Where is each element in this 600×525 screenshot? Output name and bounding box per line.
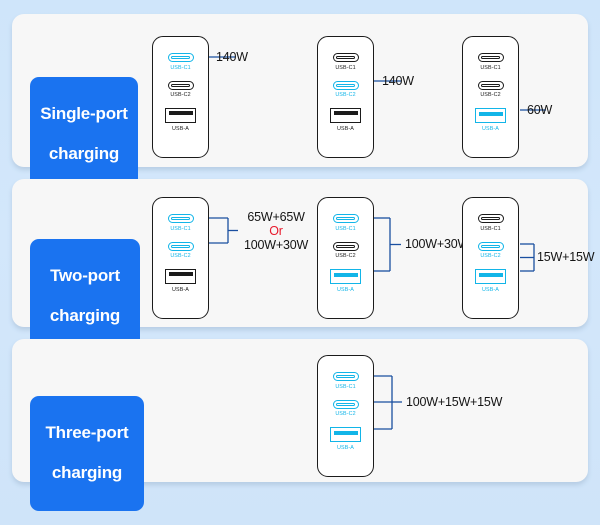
port-stack: USB-C1 USB-C2 USB-A (318, 214, 373, 294)
port-stack: USB-C1 USB-C2 USB-A (463, 214, 518, 294)
port-usb-a[interactable]: USB-A (330, 269, 361, 294)
callout-line-2: 100W+30W (244, 238, 309, 252)
port-usb-c1[interactable]: USB-C1 (477, 53, 504, 72)
callout-r2-c3: 15W+15W (537, 250, 595, 264)
callout-r2-c2: 100W+30W (405, 237, 470, 251)
port-label: USB-A (337, 444, 354, 451)
port-label: USB-C1 (170, 225, 191, 232)
port-label: USB-A (337, 125, 354, 132)
usb-a-icon (475, 269, 506, 284)
usb-c-icon (477, 53, 504, 62)
usb-c-icon (332, 399, 359, 409)
badge-line-2: charging (51, 463, 123, 482)
port-usb-c1[interactable]: USB-C1 (167, 214, 194, 233)
callout-r3-c1: 100W+15W+15W (406, 395, 503, 409)
usb-a-icon (330, 108, 361, 123)
port-stack: USB-C1 USB-C2 USB-A (153, 53, 208, 133)
port-label: USB-C2 (170, 253, 191, 259)
port-usb-a[interactable]: USB-A (330, 427, 361, 452)
usb-c-icon (477, 214, 504, 223)
port-label: USB-C2 (335, 253, 356, 259)
port-label: USB-C1 (335, 383, 356, 390)
badge-line-2: charging (48, 144, 120, 163)
port-label: USB-C1 (480, 64, 501, 71)
port-label: USB-A (172, 286, 189, 293)
port-label: USB-C2 (335, 92, 356, 98)
port-usb-a[interactable]: USB-A (165, 108, 196, 133)
port-label: USB-C1 (335, 64, 356, 71)
port-label: USB-C1 (170, 64, 191, 71)
callout-r2-c1: 65W+65W Or 100W+30W (244, 210, 308, 252)
port-usb-c2[interactable]: USB-C2 (332, 241, 359, 261)
usb-a-icon (330, 427, 361, 442)
port-label: USB-C1 (480, 225, 501, 232)
usb-c-icon (167, 241, 194, 251)
card-three-port: Three-port charging USB-C1 USB-C2 USB-A (12, 339, 588, 511)
port-usb-c1[interactable]: USB-C1 (477, 214, 504, 233)
port-label: USB-A (482, 286, 499, 293)
charger-r1-c2: USB-C1 USB-C2 USB-A (317, 36, 374, 158)
port-label: USB-C2 (335, 411, 356, 417)
port-usb-c1[interactable]: USB-C1 (332, 53, 359, 72)
charger-r2-c2: USB-C1 USB-C2 USB-A (317, 197, 374, 319)
callout-line-1: 65W+65W (247, 210, 305, 224)
port-usb-c1[interactable]: USB-C1 (332, 372, 359, 391)
usb-c-icon (332, 80, 359, 90)
port-usb-c2[interactable]: USB-C2 (477, 80, 504, 100)
badge-two-port: Two-port charging (30, 239, 140, 354)
usb-c-icon (167, 214, 194, 223)
port-usb-a[interactable]: USB-A (475, 269, 506, 294)
port-stack: USB-C1 USB-C2 USB-A (318, 53, 373, 133)
port-label: USB-C2 (480, 92, 501, 98)
port-usb-c1[interactable]: USB-C1 (167, 53, 194, 72)
usb-c-icon (167, 80, 194, 90)
charger-r2-c3: USB-C1 USB-C2 USB-A (462, 197, 519, 319)
usb-c-icon (332, 241, 359, 251)
usb-c-icon (332, 214, 359, 223)
card-two-port: Two-port charging USB-C1 USB-C2 USB- (12, 179, 595, 354)
port-label: USB-C2 (170, 92, 191, 98)
port-usb-a[interactable]: USB-A (330, 108, 361, 133)
callout-or: Or (269, 224, 283, 238)
callout-r1-c3: 60W (527, 103, 553, 117)
usb-c-icon (477, 80, 504, 90)
badge-line-1: Single-port (40, 104, 128, 123)
usb-a-icon (165, 108, 196, 123)
charger-r2-c1: USB-C1 USB-C2 USB-A (152, 197, 209, 319)
port-usb-c2[interactable]: USB-C2 (332, 80, 359, 100)
badge-single-port: Single-port charging (30, 77, 138, 192)
card-single-port: Single-port charging USB-C1 USB-C2 U (12, 14, 588, 192)
port-stack: USB-C1 USB-C2 USB-A (463, 53, 518, 133)
usb-a-icon (475, 108, 506, 123)
port-stack: USB-C1 USB-C2 USB-A (153, 214, 208, 294)
port-usb-c2[interactable]: USB-C2 (477, 241, 504, 261)
charger-r1-c3: USB-C1 USB-C2 USB-A (462, 36, 519, 158)
charger-r1-c1: USB-C1 USB-C2 USB-A (152, 36, 209, 158)
callout-r1-c1: 140W (216, 50, 248, 64)
usb-c-icon (332, 372, 359, 381)
badge-line-1: Two-port (50, 266, 120, 285)
port-label: USB-A (337, 286, 354, 293)
usb-a-icon (330, 269, 361, 284)
usb-c-icon (167, 53, 194, 62)
port-usb-a[interactable]: USB-A (475, 108, 506, 133)
charger-r3-c1: USB-C1 USB-C2 USB-A (317, 355, 374, 477)
badge-line-2: charging (49, 306, 121, 325)
usb-c-icon (332, 53, 359, 62)
usb-a-icon (165, 269, 196, 284)
port-stack: USB-C1 USB-C2 USB-A (318, 372, 373, 452)
badge-line-1: Three-port (45, 423, 129, 442)
port-usb-c2[interactable]: USB-C2 (167, 241, 194, 261)
port-usb-c2[interactable]: USB-C2 (167, 80, 194, 100)
callout-r1-c2: 140W (382, 74, 414, 88)
port-label: USB-C1 (335, 225, 356, 232)
port-usb-c2[interactable]: USB-C2 (332, 399, 359, 419)
port-label: USB-A (482, 125, 499, 132)
port-usb-c1[interactable]: USB-C1 (332, 214, 359, 233)
port-label: USB-C2 (480, 253, 501, 259)
badge-three-port: Three-port charging (30, 396, 144, 511)
usb-c-icon (477, 241, 504, 251)
port-label: USB-A (172, 125, 189, 132)
port-usb-a[interactable]: USB-A (165, 269, 196, 294)
